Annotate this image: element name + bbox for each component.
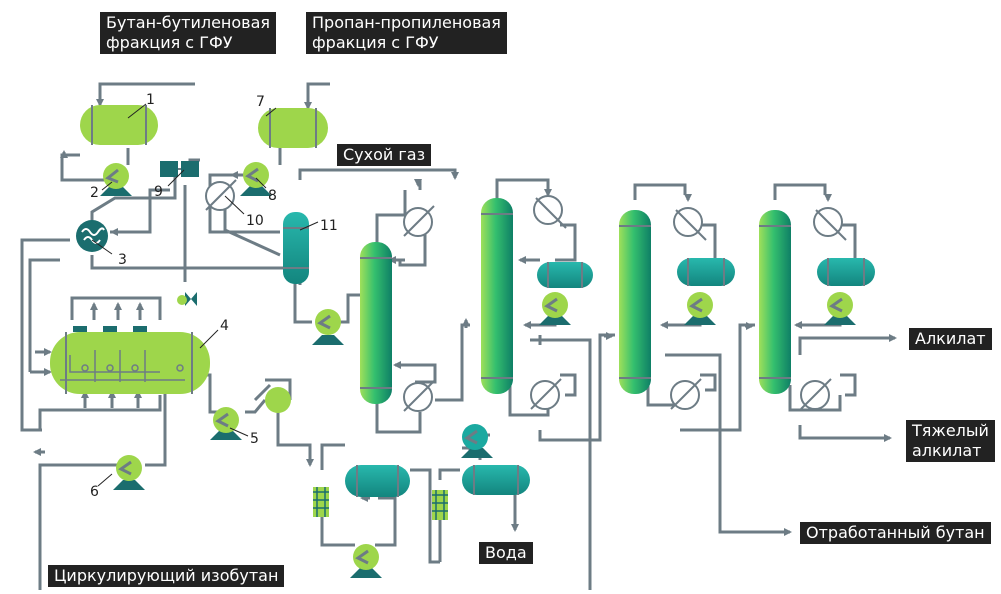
reflux-drum-c bbox=[677, 258, 735, 286]
spent-butane-label: Отработанный бутан bbox=[800, 522, 991, 544]
pump-col-d bbox=[824, 292, 856, 325]
drum-1 bbox=[80, 105, 158, 145]
settler-drum-a bbox=[345, 465, 410, 497]
number-3: 3 bbox=[118, 252, 127, 268]
column-a bbox=[360, 242, 392, 404]
water-label: Вода bbox=[479, 542, 533, 564]
number-2: 2 bbox=[90, 185, 99, 201]
dry-gas-label: Сухой газ bbox=[337, 144, 432, 166]
reflux-drum-d bbox=[817, 258, 875, 286]
pump-6 bbox=[113, 455, 145, 490]
column-11 bbox=[283, 212, 309, 284]
circulating-isobutane-label: Циркулирующий изобутан bbox=[48, 565, 285, 587]
reflux-drum-b bbox=[537, 262, 593, 288]
settler-drum-b bbox=[462, 465, 530, 495]
heat-exchangers bbox=[205, 179, 847, 412]
leader-lines bbox=[91, 103, 319, 487]
number-5: 5 bbox=[250, 431, 259, 447]
column-d bbox=[759, 210, 791, 394]
number-7: 7 bbox=[256, 94, 265, 110]
pump-2 bbox=[100, 163, 132, 196]
pump-lower-a bbox=[350, 544, 382, 578]
drum-7 bbox=[258, 108, 328, 148]
pump-5 bbox=[210, 407, 242, 440]
pump-col-b bbox=[539, 292, 571, 325]
exchanger-3 bbox=[76, 220, 108, 252]
number-6: 6 bbox=[90, 484, 99, 500]
pump-8 bbox=[240, 162, 272, 196]
reactor-4 bbox=[50, 326, 210, 394]
column-b bbox=[481, 198, 513, 394]
mixer bbox=[265, 387, 291, 413]
butane-feed-label: Бутан-бутиленовая фракция с ГФУ bbox=[100, 12, 277, 54]
propane-feed-label: Пропан-пропиленовая фракция с ГФУ bbox=[306, 12, 507, 54]
control-valve bbox=[177, 292, 197, 306]
pump-col-c bbox=[684, 292, 716, 325]
alkylate-label: Алкилат bbox=[909, 328, 992, 350]
heavy-alkylate-label: Тяжелый алкилат bbox=[906, 420, 995, 462]
coil-exchanger-a bbox=[313, 487, 329, 517]
column-c bbox=[619, 210, 651, 394]
equipment-numbers: 1 2 3 4 5 6 7 8 9 10 11 bbox=[90, 92, 338, 500]
pump-lower-b bbox=[461, 424, 493, 458]
coil-exchanger-b bbox=[432, 490, 448, 520]
pump-col-a bbox=[312, 309, 344, 345]
number-9: 9 bbox=[154, 184, 163, 200]
number-10: 10 bbox=[246, 213, 264, 229]
unit-9 bbox=[160, 161, 199, 177]
number-8: 8 bbox=[268, 188, 277, 204]
number-1: 1 bbox=[146, 92, 155, 108]
number-4: 4 bbox=[220, 318, 229, 334]
number-11: 11 bbox=[320, 218, 338, 234]
